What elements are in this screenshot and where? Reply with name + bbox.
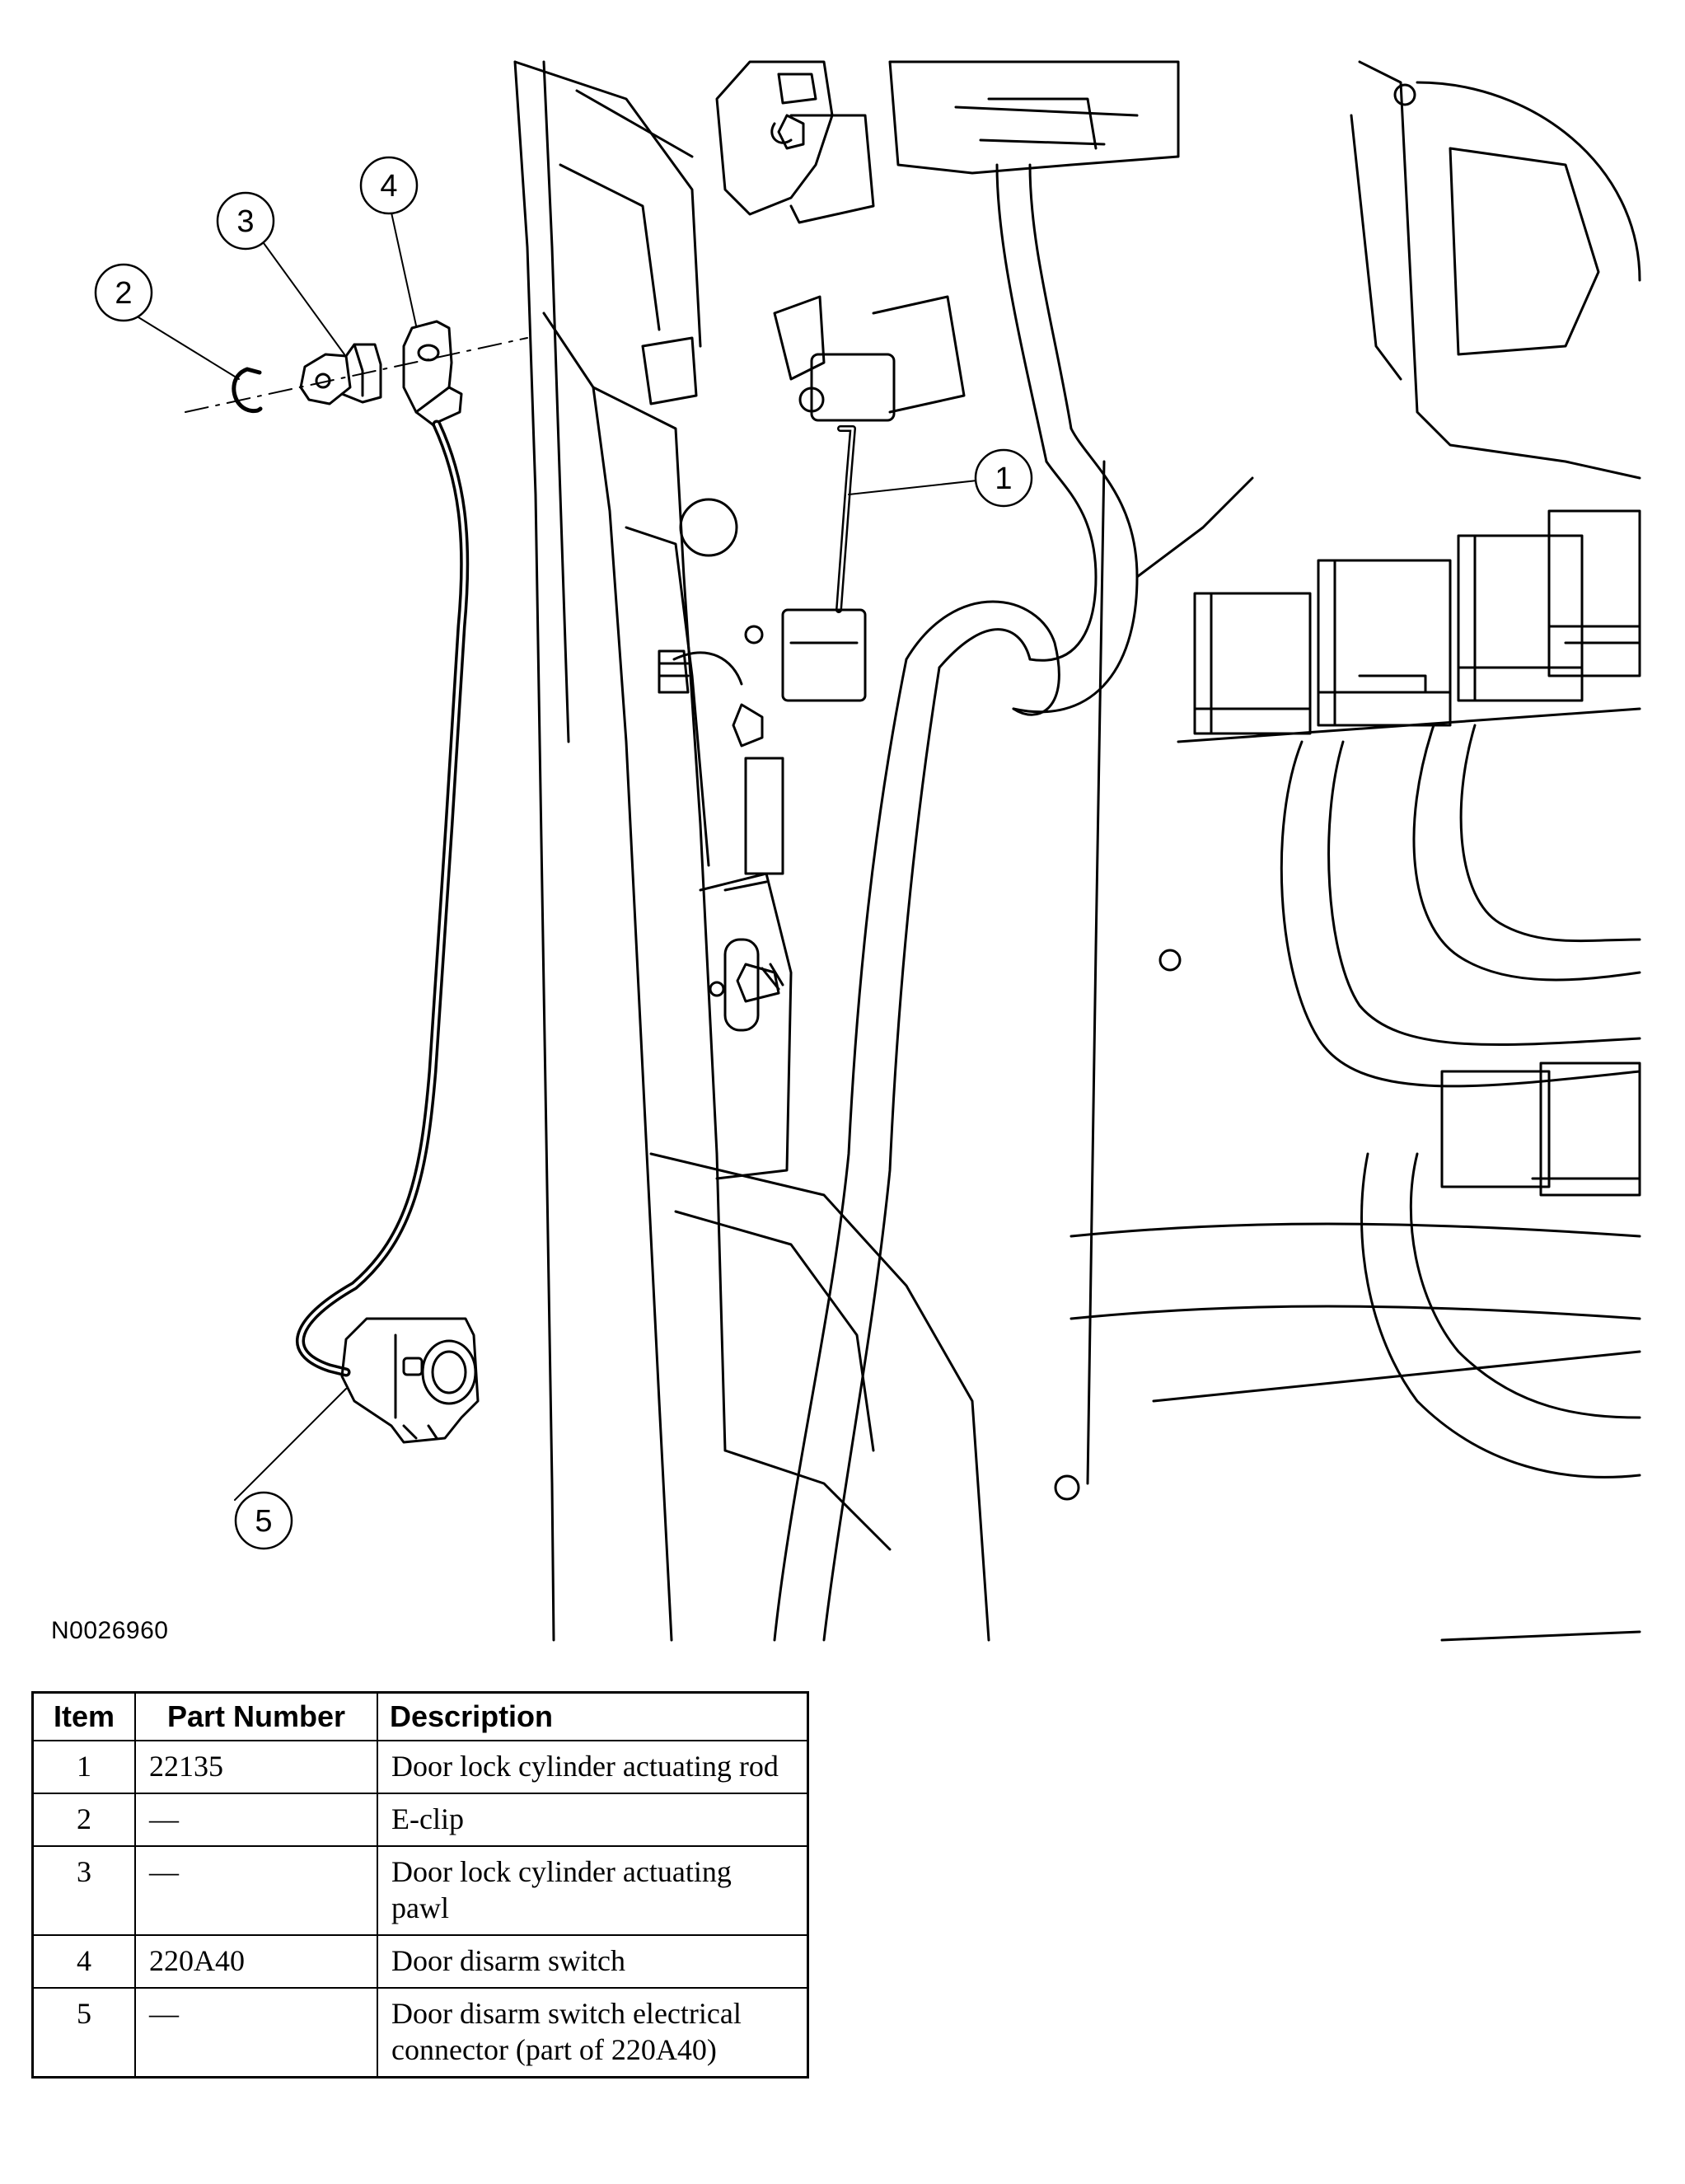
callout-bubble-4: 4 [359,156,419,215]
callout-label: 4 [380,169,397,204]
table-header-row: Item Part Number Description [31,1691,809,1741]
right-panel-structure [1054,60,1641,1642]
cell-item: 5 [31,1987,136,2079]
upper-bracket-module [715,60,1180,224]
callout-bubble-3: 3 [216,191,275,251]
table-row: 3 — Door lock cylinder actuating pawl [31,1845,809,1936]
cell-description: E-clip [377,1793,809,1847]
callout-label: 1 [995,462,1012,496]
cell-description: Door disarm switch [377,1934,809,1989]
callout-label: 2 [115,276,132,311]
switch-electrical-connector [340,1317,480,1444]
cell-description: Door disarm switch electrical connector … [377,1987,809,2079]
door-inner-panel [513,60,990,1642]
cell-part-number: — [134,1845,378,1936]
table-row: 4 220A40 Door disarm switch [31,1934,809,1989]
cell-part-number: 220A40 [134,1934,378,1989]
header-item: Item [31,1691,136,1741]
header-part-number: Part Number [134,1691,378,1741]
cell-item: 2 [31,1793,136,1847]
callout-bubble-1: 1 [974,448,1033,508]
e-clip [232,367,263,414]
switch-lead-wire [296,419,470,1377]
callout-label: 5 [255,1504,272,1539]
table-row: 5 — Door disarm switch electrical connec… [31,1987,809,2079]
assembly-axis [185,337,528,413]
table-row: 1 22135 Door lock cylinder actuating rod [31,1740,809,1794]
door-disarm-switch [402,320,463,440]
table-row: 2 — E-clip [31,1793,809,1847]
cell-item: 3 [31,1845,136,1936]
callout-bubble-5: 5 [234,1491,293,1550]
door-lock-exploded-view: 2 3 4 1 5 [94,60,1641,1642]
wiring-harness [773,163,1641,1642]
cell-description: Door lock cylinder actuating pawl [377,1845,809,1936]
callout-label: 3 [236,204,254,239]
cell-description: Door lock cylinder actuating rod [377,1740,809,1794]
header-description: Description [377,1691,809,1741]
cell-part-number: — [134,1987,378,2079]
cell-item: 4 [31,1934,136,1989]
figure-id: N0026960 [51,1617,169,1644]
fasteners [658,114,805,1003]
callout-leaders [138,212,978,1501]
harness-connectors [1193,509,1641,1197]
actuating-pawl [299,343,382,405]
cell-part-number: 22135 [134,1740,378,1794]
callout-bubble-2: 2 [94,263,153,322]
actuating-rod [781,295,966,702]
cell-part-number: — [134,1793,378,1847]
cell-item: 1 [31,1740,136,1794]
parts-table: Item Part Number Description 1 22135 Doo… [31,1691,809,2079]
